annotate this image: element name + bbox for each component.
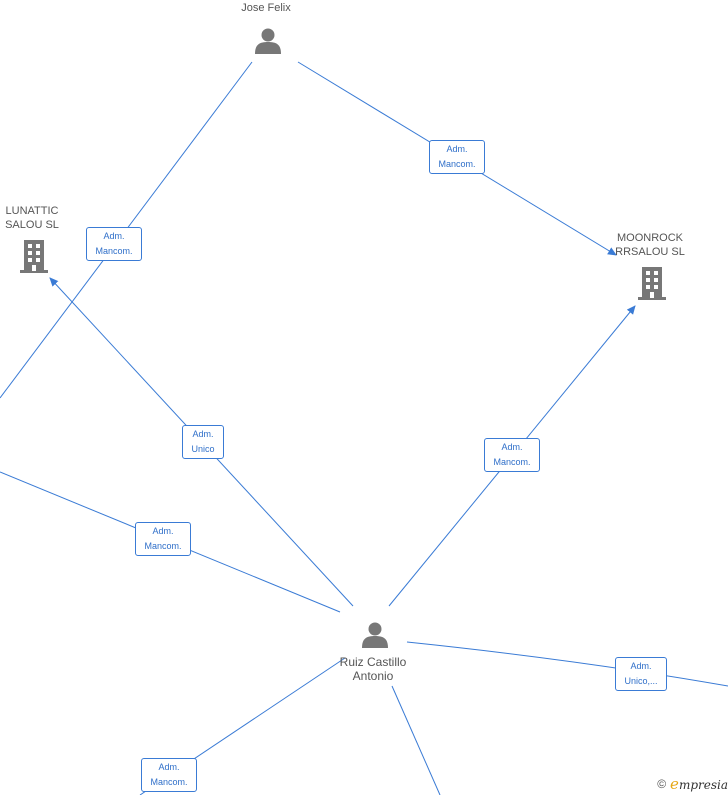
edge-label-type: Unico,... <box>624 676 658 686</box>
person-icon[interactable] <box>361 620 389 648</box>
edge-label-role: Adm. <box>152 526 174 536</box>
edge-label-type: Mancom. <box>493 457 531 467</box>
edge-label-type: Mancom. <box>438 159 476 169</box>
ruiz-line1: Ruiz Castillo <box>339 655 407 669</box>
node-label-jose-felix: Jose Felix <box>241 2 291 14</box>
moonrock-line2: RRSALOU SL <box>615 246 685 258</box>
ruiz-line2: Antonio <box>352 669 394 683</box>
person-icon[interactable] <box>254 26 282 54</box>
copyright-icon: © <box>657 777 667 791</box>
watermark-e: e <box>670 775 679 793</box>
edge-label-type: Mancom. <box>144 541 182 551</box>
lunattic-line1: LUNATTIC <box>5 205 59 217</box>
edge-label[interactable]: Adm. Unico <box>182 425 224 459</box>
edge-label[interactable]: Adm. Mancom. <box>141 758 197 792</box>
edge-label-type: Mancom. <box>95 246 133 256</box>
empresia-watermark: © empresia <box>657 775 728 793</box>
edge-label-role: Adm. <box>446 144 468 154</box>
edge-label-type: Unico <box>191 444 215 454</box>
edge-ruiz-bottom <box>391 685 441 795</box>
building-icon[interactable] <box>18 238 50 274</box>
edge-label[interactable]: Adm. Mancom. <box>484 438 540 472</box>
node-label-lunattic: LUNATTIC SALOU SL <box>0 204 64 232</box>
node-label-moonrock: MOONROCK RRSALOU SL <box>600 231 700 259</box>
node-label-ruiz: Ruiz Castillo Antonio <box>323 655 423 683</box>
edge-label-role: Adm. <box>501 442 523 452</box>
edge-ruiz-right <box>406 641 728 687</box>
edge-label-role: Adm. <box>192 429 214 439</box>
edge-label[interactable]: Adm. Mancom. <box>135 522 191 556</box>
edge-label-role: Adm. <box>630 661 652 671</box>
watermark-brand: mpresia <box>678 778 728 792</box>
edge-label-type: Mancom. <box>150 777 188 787</box>
edge-label-role: Adm. <box>158 762 180 772</box>
edge-label[interactable]: Adm. Mancom. <box>86 227 142 261</box>
lunattic-line2: SALOU SL <box>5 219 59 231</box>
edge-label[interactable]: Adm. Unico,... <box>615 657 667 691</box>
building-icon[interactable] <box>636 265 668 301</box>
edge-label-role: Adm. <box>103 231 125 241</box>
moonrock-line1: MOONROCK <box>617 232 683 244</box>
edge-label[interactable]: Adm. Mancom. <box>429 140 485 174</box>
